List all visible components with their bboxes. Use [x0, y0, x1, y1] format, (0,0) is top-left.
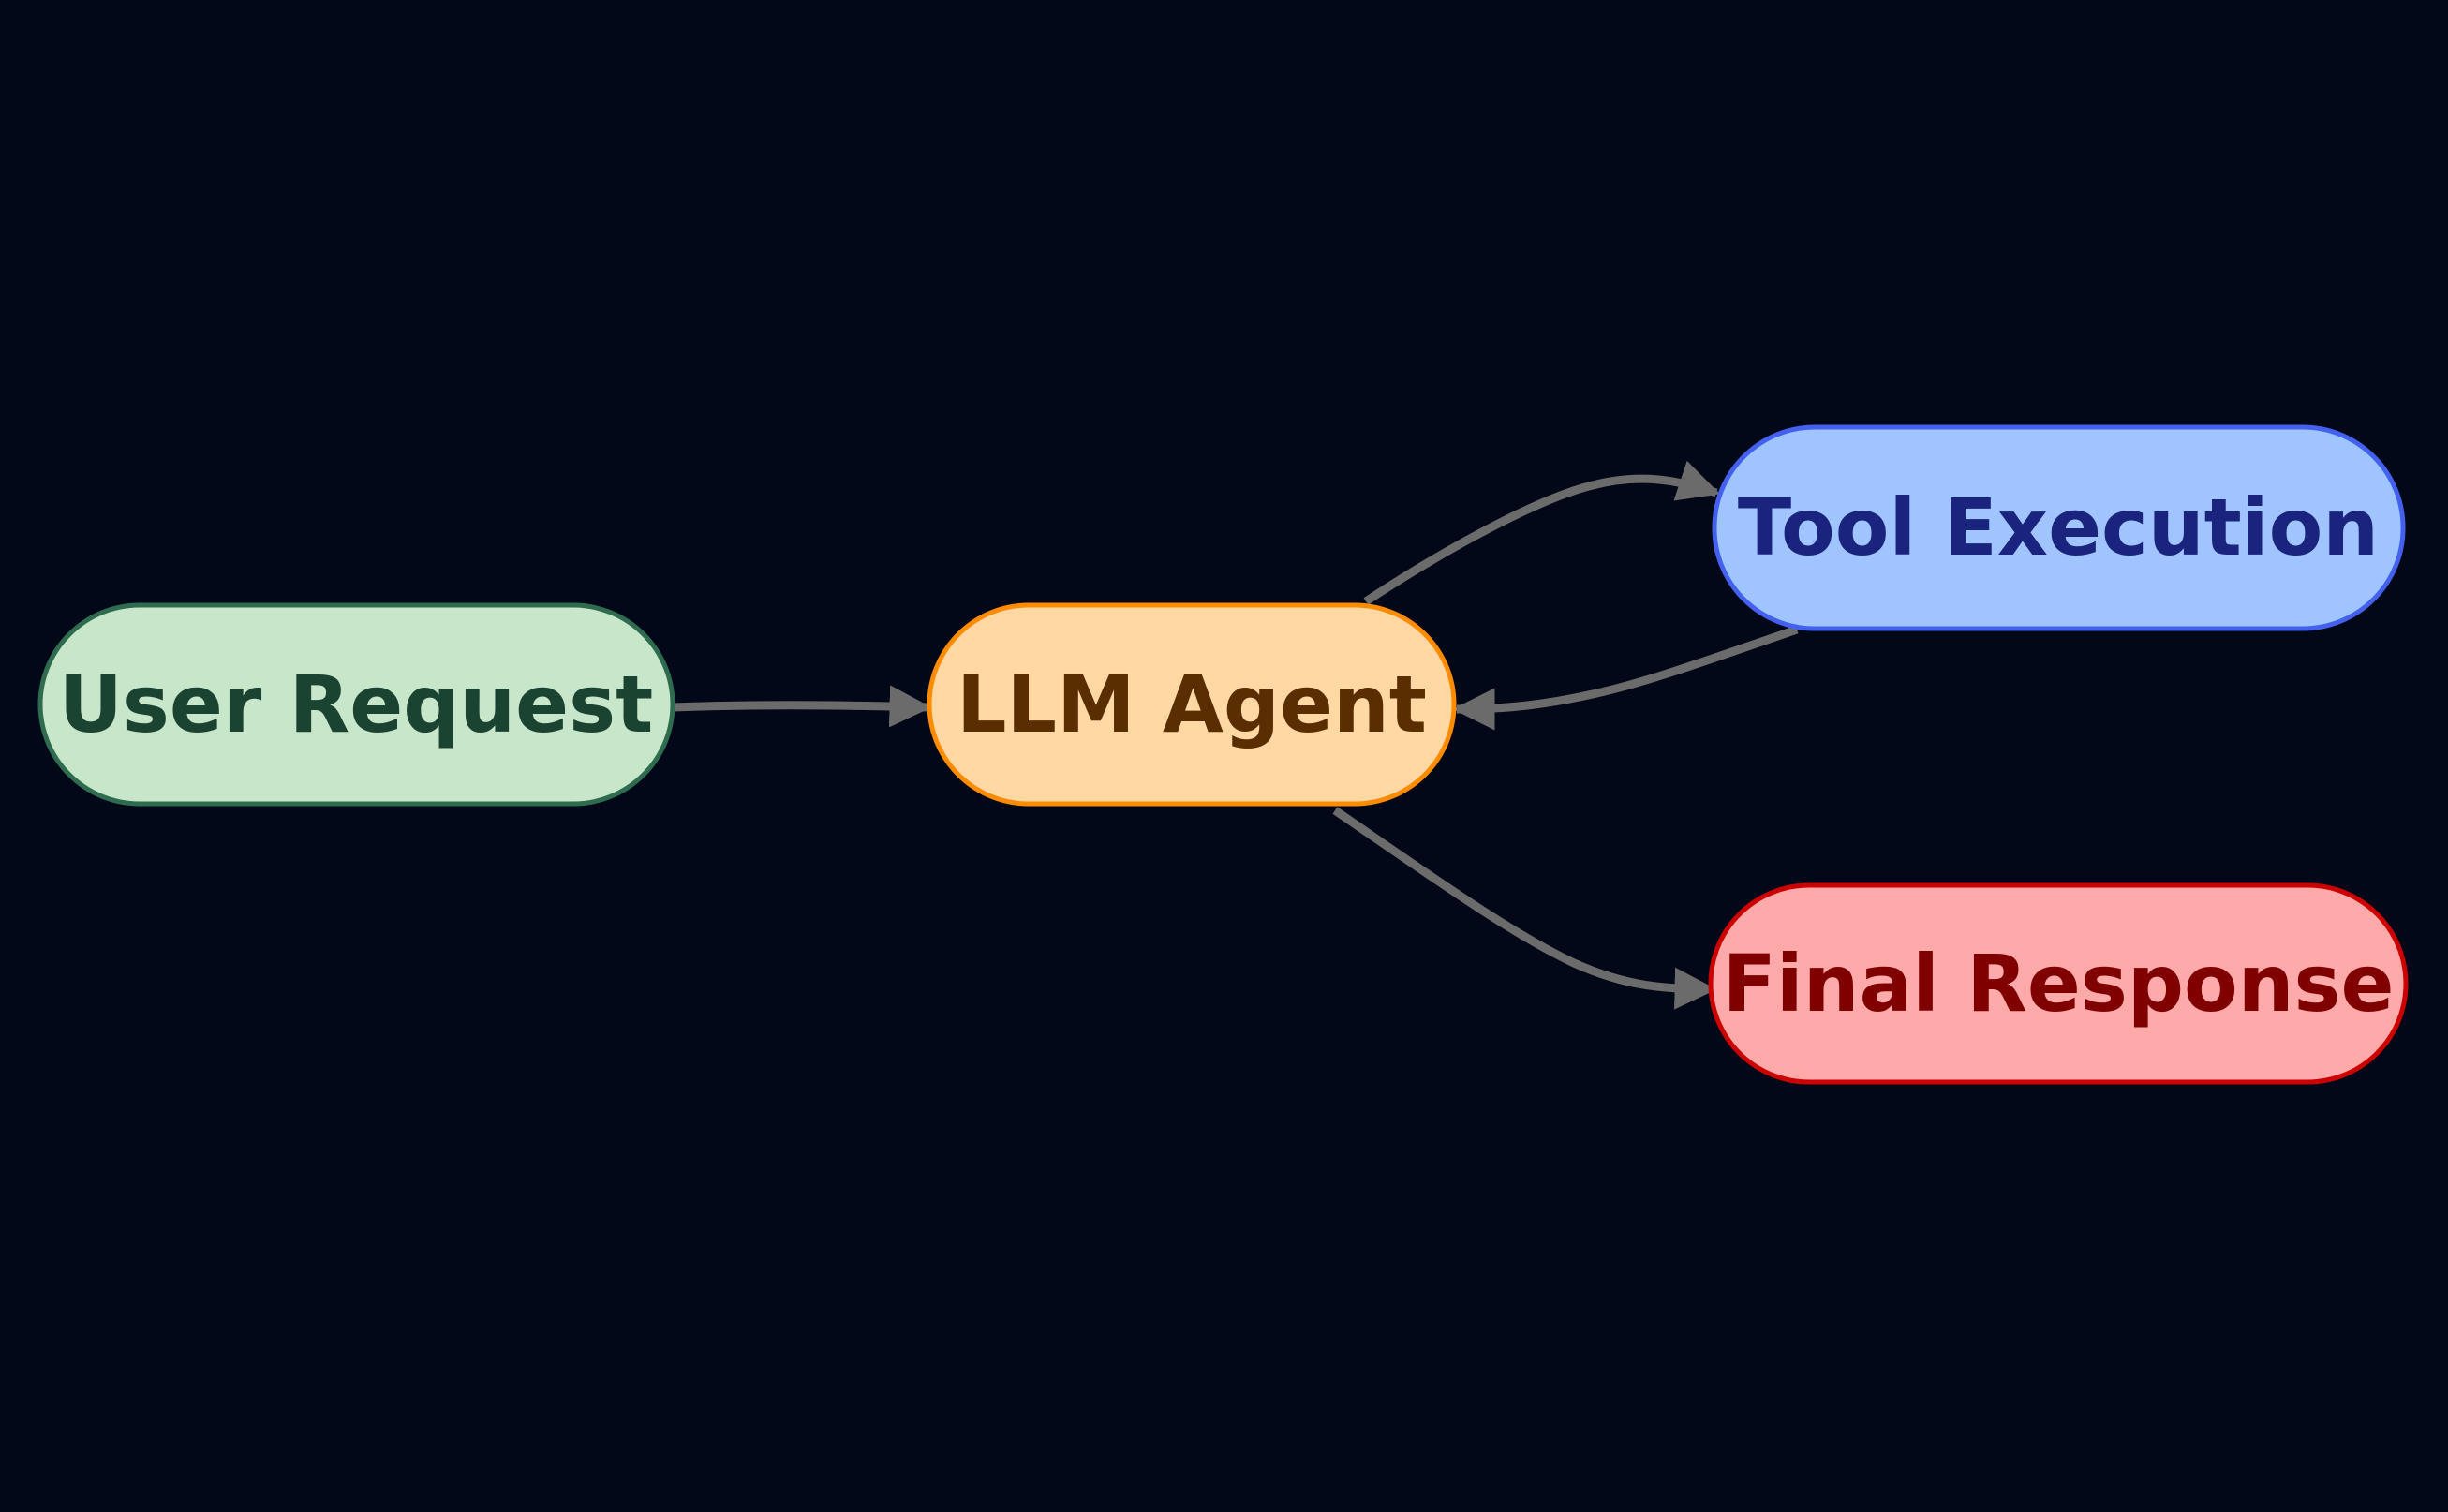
- edge-user-request-to-llm-agent: [672, 685, 932, 728]
- edge-llm-agent-to-tool-execution: [1363, 460, 1721, 605]
- node-label: User Request: [59, 659, 654, 750]
- node-shape: [1712, 424, 2406, 631]
- node-label: LLM Agent: [957, 659, 1427, 750]
- node-final-response[interactable]: Final Response: [1708, 882, 2409, 1085]
- edges: [672, 460, 1799, 1010]
- node-llm-agent[interactable]: LLM Agent: [927, 602, 1457, 807]
- node-user-request[interactable]: User Request: [37, 602, 675, 807]
- node-shape: [1708, 882, 2409, 1085]
- node-shape: [37, 602, 675, 807]
- edge-llm-agent-to-final-response: [1332, 807, 1717, 1010]
- edge-tool-execution-to-llm-agent: [1452, 625, 1799, 731]
- node-tool-execution[interactable]: Tool Execution: [1712, 424, 2406, 631]
- node-label: Tool Execution: [1738, 482, 2379, 573]
- node-shape: [927, 602, 1457, 807]
- node-label: Final Response: [1723, 938, 2395, 1030]
